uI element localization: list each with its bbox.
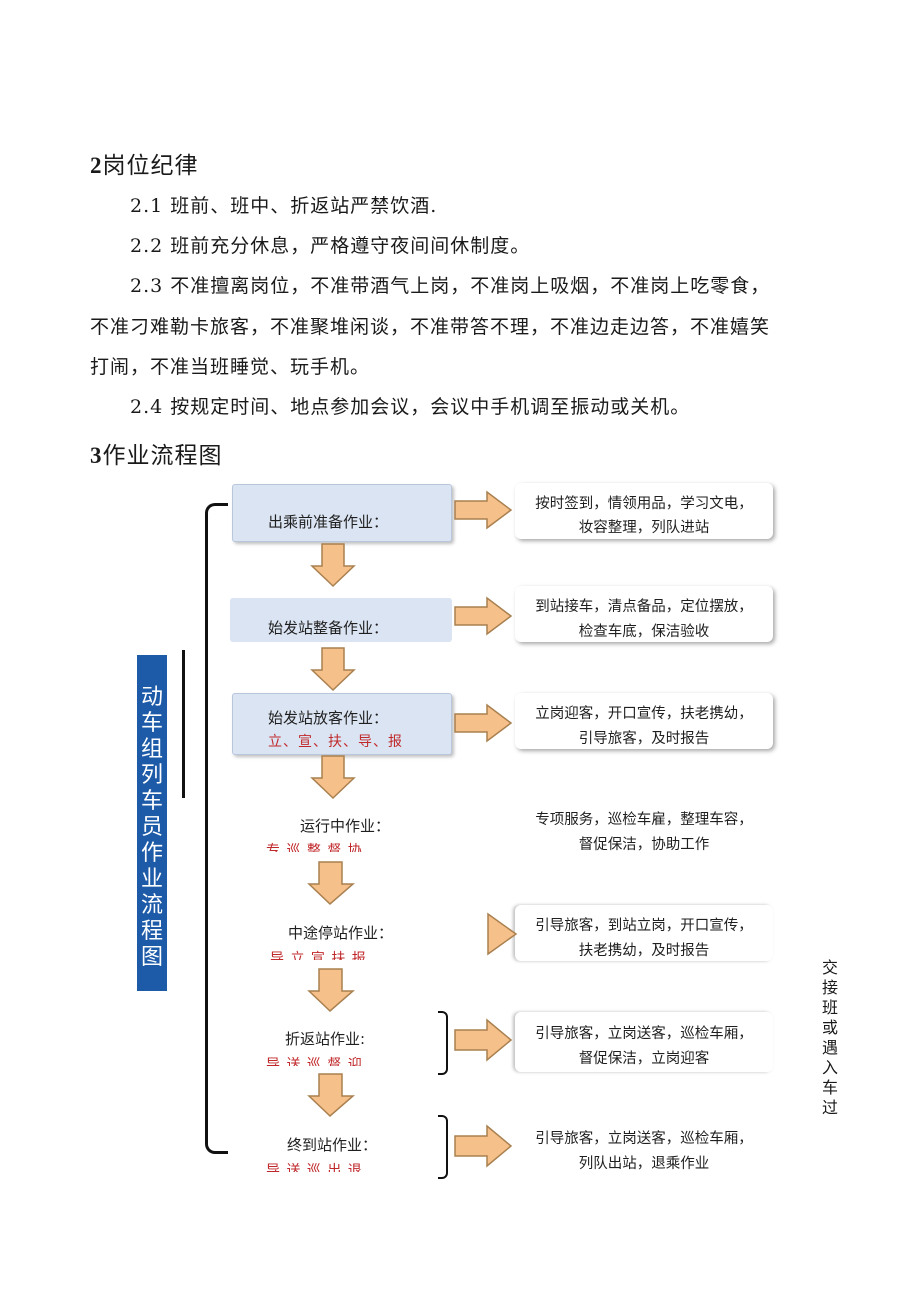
down-arrow-icon — [310, 647, 356, 692]
right-arrow-icon — [454, 1018, 513, 1062]
step-box-origin-prep — [230, 598, 452, 642]
side-char: 动 — [140, 685, 163, 710]
desc-line: 立岗迎客，开口宣传，扶老携幼， — [535, 706, 753, 722]
desc-line: 列队出站，退乘作业 — [578, 1156, 710, 1172]
side-char: 图 — [140, 945, 163, 970]
right-char: 车 — [821, 1078, 838, 1097]
step-keywords: 导 送 巡 出 退 — [266, 1163, 363, 1172]
step-title: 折返站作业: — [285, 1030, 366, 1048]
down-arrow-icon — [307, 968, 356, 1013]
desc-line: 检查车底，保洁验收 — [578, 624, 710, 640]
side-bar-line — [182, 650, 185, 798]
step-keywords: 专 巡 整 督 协 — [266, 843, 363, 852]
desc-line: 扶老携幼，及时报告 — [578, 943, 710, 959]
desc-line: 引导旅客，立岗送客，巡检车厢， — [535, 1131, 753, 1147]
down-arrow-icon — [307, 861, 356, 906]
right-char: 或 — [821, 1018, 838, 1037]
right-char: 遇 — [821, 1038, 838, 1057]
rule-2-2: 2.2 班前充分休息，严格遵守夜间间休制度。 — [130, 235, 531, 257]
desc-line: 引导旅客，立岗送客，巡检车厢， — [535, 1026, 753, 1042]
section-2-heading: 2岗位纪律 — [90, 146, 199, 180]
side-char: 业 — [140, 867, 163, 892]
down-arrow-icon — [307, 1073, 356, 1118]
side-char: 列 — [140, 763, 163, 788]
side-char: 员 — [140, 815, 163, 840]
rule-2-3-line3: 打闹，不准当班睡觉、玩手机。 — [90, 356, 371, 378]
desc-box — [515, 483, 773, 539]
side-label: 动 车 组 列 车 员 作 业 流 程 图 — [137, 655, 167, 991]
desc-line: 专项服务，巡检车雇，整理车容， — [535, 812, 753, 828]
left-bracket — [205, 503, 228, 1154]
desc-box — [515, 905, 773, 961]
right-arrow-icon — [454, 703, 513, 743]
step6-right-bracket — [438, 1011, 448, 1075]
step-title: 出乘前准备作业： — [268, 513, 389, 531]
section-3-number: 3 — [90, 443, 103, 468]
side-char: 程 — [140, 919, 163, 944]
desc-line: 督促保洁，协助工作 — [578, 837, 710, 853]
right-char: 过 — [821, 1098, 838, 1117]
desc-line: 督促保洁，立岗迎客 — [578, 1051, 710, 1067]
desc-line: 引导旅客，到站立岗，开口宣传， — [535, 918, 753, 934]
right-arrow-icon — [454, 1124, 513, 1168]
step-title: 运行中作业： — [300, 817, 391, 835]
desc-line: 引导旅客，及时报告 — [578, 731, 710, 747]
desc-box — [515, 1118, 773, 1174]
step-keywords: 导 立 宣 扶 报 — [270, 951, 367, 960]
right-arrow-icon — [454, 490, 513, 530]
desc-line: 到站接车，清点备品，定位摆放， — [535, 599, 753, 615]
step-title: 终到站作业： — [287, 1136, 378, 1154]
desc-line: 妆容整理，列队进站 — [578, 520, 710, 536]
step-keywords: 立、宣、扶、导、报 — [268, 734, 403, 750]
rule-2-3-line2: 不准刁难勒卡旅客，不准聚堆闲谈，不准带答不理，不准边走边答，不准嬉笑 — [90, 316, 771, 338]
right-vertical-label: 交 接 班 或 遇 入 车 过 — [818, 958, 842, 1118]
side-char: 组 — [140, 737, 163, 762]
rule-2-3-line1: 2.3 不准擅离岗位，不准带酒气上岗，不准岗上吸烟，不准岗上吃零食， — [130, 275, 771, 297]
side-char: 车 — [140, 711, 163, 736]
down-arrow-icon — [310, 543, 356, 588]
step-box-pre-duty — [232, 484, 452, 542]
right-char: 入 — [821, 1058, 838, 1077]
step-title: 始发站整备作业： — [268, 619, 389, 637]
right-char: 交 — [821, 958, 838, 977]
right-arrow-icon — [487, 912, 518, 956]
section-3-title: 作业流程图 — [102, 443, 223, 469]
section-2-title: 岗位纪律 — [102, 153, 199, 179]
desc-box — [515, 693, 773, 749]
down-arrow-icon — [310, 755, 356, 800]
step7-right-bracket — [438, 1115, 448, 1179]
side-char: 车 — [140, 789, 163, 814]
desc-box — [515, 800, 773, 856]
right-char: 接 — [821, 978, 838, 997]
side-char: 作 — [140, 841, 163, 866]
step-keywords: 导 送 巡 督 迎 — [266, 1057, 363, 1066]
right-char: 班 — [821, 998, 838, 1017]
desc-line: 按时签到，情领用品，学习文电， — [535, 496, 753, 512]
step-box-origin-boarding — [232, 693, 452, 755]
section-2-number: 2 — [90, 153, 103, 178]
desc-box — [515, 586, 773, 642]
step-title: 始发站放客作业： — [268, 709, 389, 727]
desc-box — [515, 1012, 773, 1072]
side-char: 流 — [140, 893, 163, 918]
step-title: 中途停站作业： — [288, 924, 394, 942]
right-arrow-icon — [454, 596, 513, 636]
section-3-heading: 3作业流程图 — [90, 436, 223, 470]
rule-2-1: 2.1 班前、班中、折返站严禁饮酒. — [130, 195, 438, 217]
rule-2-4: 2.4 按规定时间、地点参加会议，会议中手机调至振动或关机。 — [130, 396, 691, 418]
